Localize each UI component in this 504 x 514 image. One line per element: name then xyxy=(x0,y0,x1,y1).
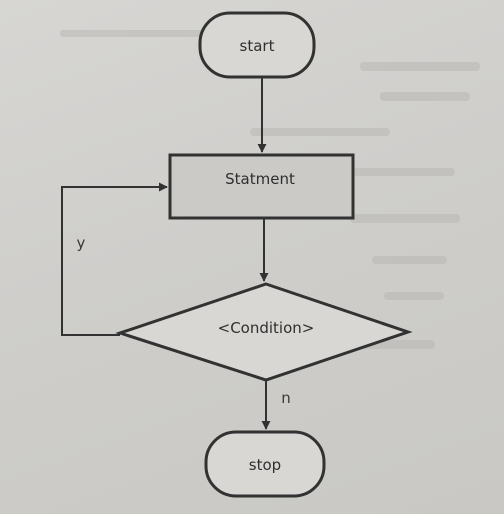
condition-label: <Condition> xyxy=(218,319,315,337)
start-node: start xyxy=(198,11,316,79)
condition-node: <Condition> xyxy=(115,282,413,382)
stop-node: stop xyxy=(204,430,326,498)
statement-node: Statment xyxy=(168,153,355,220)
loop-back-label: y xyxy=(77,234,86,252)
start-label: start xyxy=(240,37,275,55)
edge-loop-back xyxy=(61,182,168,336)
exit-label: n xyxy=(281,389,291,407)
statement-label: Statment xyxy=(225,170,295,188)
stop-label: stop xyxy=(249,456,281,474)
